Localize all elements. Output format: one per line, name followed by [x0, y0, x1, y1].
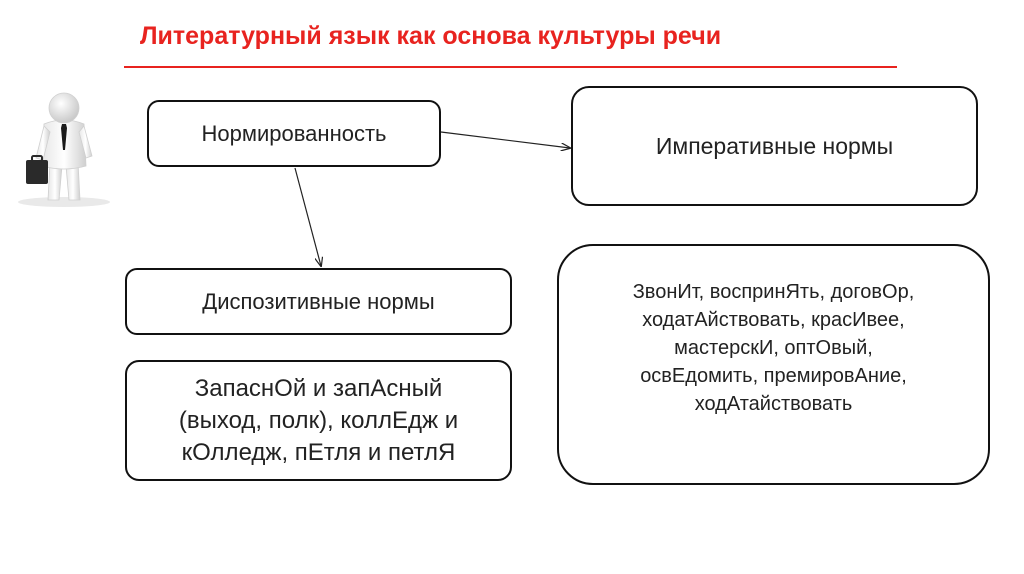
node-dispositive-norms-label: Диспозитивные нормы	[202, 288, 435, 314]
slide-title: Литературный язык как основа культуры ре…	[140, 22, 722, 50]
arrow-normativity-to-imperative	[440, 131, 570, 148]
node-imperative-norms: Императивные нормы	[571, 86, 978, 206]
node-imperative-norms-label: Императивные нормы	[655, 132, 894, 159]
node-normativity: Нормированность	[147, 100, 441, 167]
node-dispositive-norms: Диспозитивные нормы	[125, 268, 512, 335]
node-imperative-examples-text: ЗвонИт, воспринЯть, договОр, ходатАйство…	[632, 281, 915, 415]
title-underline	[124, 66, 897, 68]
node-imperative-examples: ЗвонИт, воспринЯть, договОр, ходатАйство…	[557, 244, 990, 485]
node-dispositive-examples-text: ЗапаснОй и запАсный (выход, полк), коллЕ…	[178, 374, 459, 466]
businessman-icon	[6, 84, 126, 208]
node-dispositive-examples: ЗапаснОй и запАсный (выход, полк), коллЕ…	[125, 360, 512, 481]
node-normativity-label: Нормированность	[201, 120, 387, 146]
arrow-normativity-to-dispositive	[294, 167, 321, 266]
